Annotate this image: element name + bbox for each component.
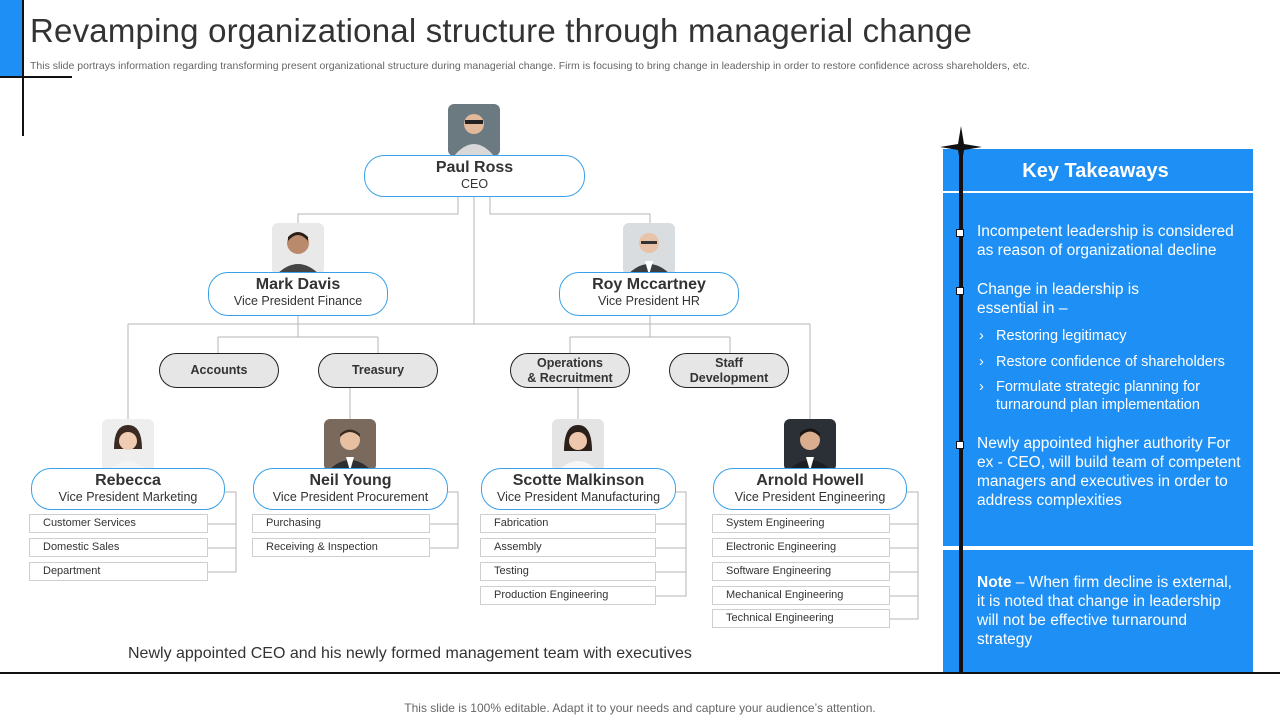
sub-item-receiving-inspection: Receiving & Inspection <box>252 538 430 557</box>
note-body: – When firm decline is external, it is n… <box>977 574 1232 648</box>
vp-procurement-role: Vice President Procurement <box>272 490 429 504</box>
chart-caption: Newly appointed CEO and his newly formed… <box>128 645 692 662</box>
bullet-marker <box>956 441 964 449</box>
title-vertical-rule <box>22 0 24 136</box>
vp-manufacturing-node: Scotte Malkinson Vice President Manufact… <box>481 468 676 510</box>
key-takeaways-divider <box>943 191 1253 193</box>
vp-finance-name: Mark Davis <box>255 276 341 293</box>
vp-finance-role: Vice President Finance <box>233 294 363 308</box>
key-takeaways-panel <box>943 149 1253 546</box>
vp-engineering-name: Arnold Howell <box>756 472 864 489</box>
sub-item-fabrication: Fabrication <box>480 514 656 533</box>
sub-item-mechanical-engineering: Mechanical Engineering <box>712 586 890 605</box>
takeaway-point-3: Newly appointed higher authority For ex … <box>977 435 1241 509</box>
title-horizontal-rule <box>0 76 72 78</box>
sub-item-domestic-sales: Domestic Sales <box>29 538 208 557</box>
vp-engineering-photo <box>784 419 836 471</box>
takeaway-point-2: Change in leadership is essential in – <box>977 281 1139 317</box>
takeaway-subpoint-3: Formulate strategic planning for turnaro… <box>996 379 1200 413</box>
chevron-right-icon: › <box>979 328 984 344</box>
page-title: Revamping organizational structure throu… <box>30 12 973 49</box>
note-text: Note – When firm decline is external, it… <box>977 573 1239 649</box>
vp-marketing-node: Rebecca Vice President Marketing <box>31 468 225 510</box>
vp-procurement-photo <box>324 419 376 471</box>
sub-item-assembly: Assembly <box>480 538 656 557</box>
sub-item-customer-services: Customer Services <box>29 514 208 533</box>
vp-marketing-photo <box>102 419 154 471</box>
sub-item-testing: Testing <box>480 562 656 581</box>
sparkle-icon <box>940 126 982 168</box>
ceo-photo <box>448 104 500 156</box>
sub-item-production-engineering: Production Engineering <box>480 586 656 605</box>
sub-item-system-engineering: System Engineering <box>712 514 890 533</box>
takeaway-point-1: Incompetent leadership is considered as … <box>977 223 1234 259</box>
dept-staff-development: Staff Development <box>669 353 789 388</box>
vp-finance-photo <box>272 223 324 275</box>
vp-hr-node: Roy Mccartney Vice President HR <box>559 272 739 316</box>
takeaway-subpoint-1: Restoring legitimacy <box>996 328 1127 344</box>
dept-operations-recruitment: Operations & Recruitment <box>510 353 630 388</box>
vp-manufacturing-role: Vice President Manufacturing <box>496 490 661 504</box>
bullet-marker <box>956 287 964 295</box>
sub-item-department: Department <box>29 562 208 581</box>
ceo-node: Paul Ross CEO <box>364 155 585 197</box>
vp-hr-name: Roy Mccartney <box>592 276 706 293</box>
bullet-marker <box>956 229 964 237</box>
key-takeaways-heading: Key Takeaways <box>1022 160 1169 182</box>
sub-item-software-engineering: Software Engineering <box>712 562 890 581</box>
vp-manufacturing-photo <box>552 419 604 471</box>
ceo-role: CEO <box>460 177 489 191</box>
note-panel <box>943 550 1253 673</box>
chevron-right-icon: › <box>979 354 984 370</box>
vp-procurement-node: Neil Young Vice President Procurement <box>253 468 448 510</box>
ceo-name: Paul Ross <box>435 159 514 176</box>
sub-item-technical-engineering: Technical Engineering <box>712 609 890 628</box>
dept-treasury: Treasury <box>318 353 438 388</box>
vp-procurement-name: Neil Young <box>309 472 392 489</box>
page-subtitle: This slide portrays information regardin… <box>30 60 1030 72</box>
chevron-right-icon: › <box>979 379 984 395</box>
vp-marketing-name: Rebecca <box>95 472 161 489</box>
vp-finance-node: Mark Davis Vice President Finance <box>208 272 388 316</box>
panel-vertical-rule <box>959 140 963 674</box>
vp-engineering-node: Arnold Howell Vice President Engineering <box>713 468 907 510</box>
vp-engineering-role: Vice President Engineering <box>734 490 886 504</box>
footer-rule <box>0 672 1280 674</box>
sub-item-purchasing: Purchasing <box>252 514 430 533</box>
sub-item-electronic-engineering: Electronic Engineering <box>712 538 890 557</box>
dept-accounts: Accounts <box>159 353 279 388</box>
vp-hr-role: Vice President HR <box>598 294 700 308</box>
vp-manufacturing-name: Scotte Malkinson <box>512 472 645 489</box>
vp-hr-photo <box>623 223 675 275</box>
footer-text: This slide is 100% editable. Adapt it to… <box>404 701 876 715</box>
takeaway-subpoint-2: Restore confidence of shareholders <box>996 354 1225 370</box>
title-accent-bar <box>0 0 22 76</box>
note-label: Note <box>977 574 1012 591</box>
vp-marketing-role: Vice President Marketing <box>58 490 198 504</box>
